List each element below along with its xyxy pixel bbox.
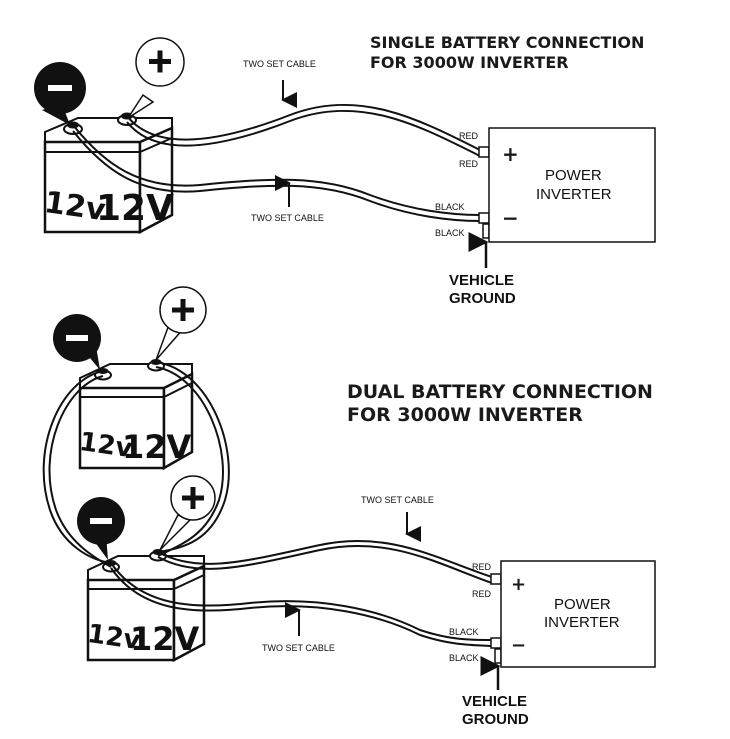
single-red-label-2: RED — [459, 159, 479, 169]
single-battery-side-label: 12v — [42, 185, 108, 228]
dual-cable-label-bottom: TWO SET CABLE — [262, 643, 335, 653]
dual-black-label-1: BLACK — [449, 627, 479, 637]
dual-bottom-battery-front-label: 12V — [130, 620, 200, 658]
dual-top-battery-side-label: 12v — [78, 427, 135, 464]
dual-cables — [110, 539, 493, 647]
dual-inverter-plus-terminal: + — [511, 574, 526, 595]
dual-ground-label-2: GROUND — [462, 711, 529, 728]
single-positive-post — [117, 112, 137, 126]
dual-inverter-label-2: INVERTER — [544, 614, 620, 631]
dual-inverter-minus-terminal: − — [511, 635, 526, 656]
dual-bottom-positive-callout — [159, 475, 216, 551]
single-inverter-minus-terminal: − — [502, 206, 519, 230]
minus-icon — [66, 335, 88, 341]
dual-power-inverter: POWER INVERTER + − — [500, 560, 656, 668]
dual-section: DUAL BATTERY CONNECTION FOR 3000W INVERT… — [42, 286, 656, 728]
single-cable-label-bottom: TWO SET CABLE — [251, 213, 324, 223]
single-inverter-label-2: INVERTER — [536, 186, 612, 203]
dual-battery-top: 12v 12V — [78, 359, 194, 471]
single-cable-label-top: TWO SET CABLE — [243, 59, 316, 69]
dual-bottom-battery-side-label: 12v — [86, 619, 143, 656]
dual-black-label-2: BLACK — [449, 653, 479, 663]
dual-title-line1: DUAL BATTERY CONNECTION — [347, 381, 653, 403]
single-inverter-plus-terminal: + — [502, 142, 519, 166]
single-negative-callout — [34, 62, 86, 125]
minus-icon — [48, 85, 72, 91]
single-section: SINGLE BATTERY CONNECTION FOR 3000W INVE… — [34, 33, 656, 307]
single-red-label-1: RED — [459, 131, 479, 141]
single-power-inverter: POWER INVERTER + − — [488, 127, 656, 243]
single-inverter-label-1: POWER — [545, 167, 602, 184]
dual-inverter-label-1: POWER — [554, 596, 611, 613]
dual-ground-label-1: VEHICLE — [462, 693, 527, 710]
dual-title-line2: FOR 3000W INVERTER — [347, 404, 583, 426]
dual-red-label-2: RED — [472, 589, 492, 599]
single-battery: 12v 12V — [42, 112, 174, 235]
dual-top-positive-callout — [155, 286, 207, 361]
dual-red-label-1: RED — [472, 562, 492, 572]
dual-cable-label-top: TWO SET CABLE — [361, 495, 434, 505]
single-black-label-2: BLACK — [435, 228, 465, 238]
single-title-line1: SINGLE BATTERY CONNECTION — [370, 33, 644, 52]
single-ground-label-1: VEHICLE — [449, 272, 514, 289]
dual-link-cables — [42, 361, 230, 568]
dual-top-battery-front-label: 12V — [122, 428, 192, 466]
single-battery-front-label: 12V — [96, 188, 174, 229]
single-ground-label-2: GROUND — [449, 290, 516, 307]
single-positive-callout — [127, 37, 185, 119]
single-black-label-1: BLACK — [435, 202, 465, 212]
dual-top-negative-callout — [53, 314, 101, 370]
minus-icon — [90, 518, 112, 524]
dual-bottom-negative-callout — [77, 497, 125, 560]
single-title-line2: FOR 3000W INVERTER — [370, 53, 569, 72]
